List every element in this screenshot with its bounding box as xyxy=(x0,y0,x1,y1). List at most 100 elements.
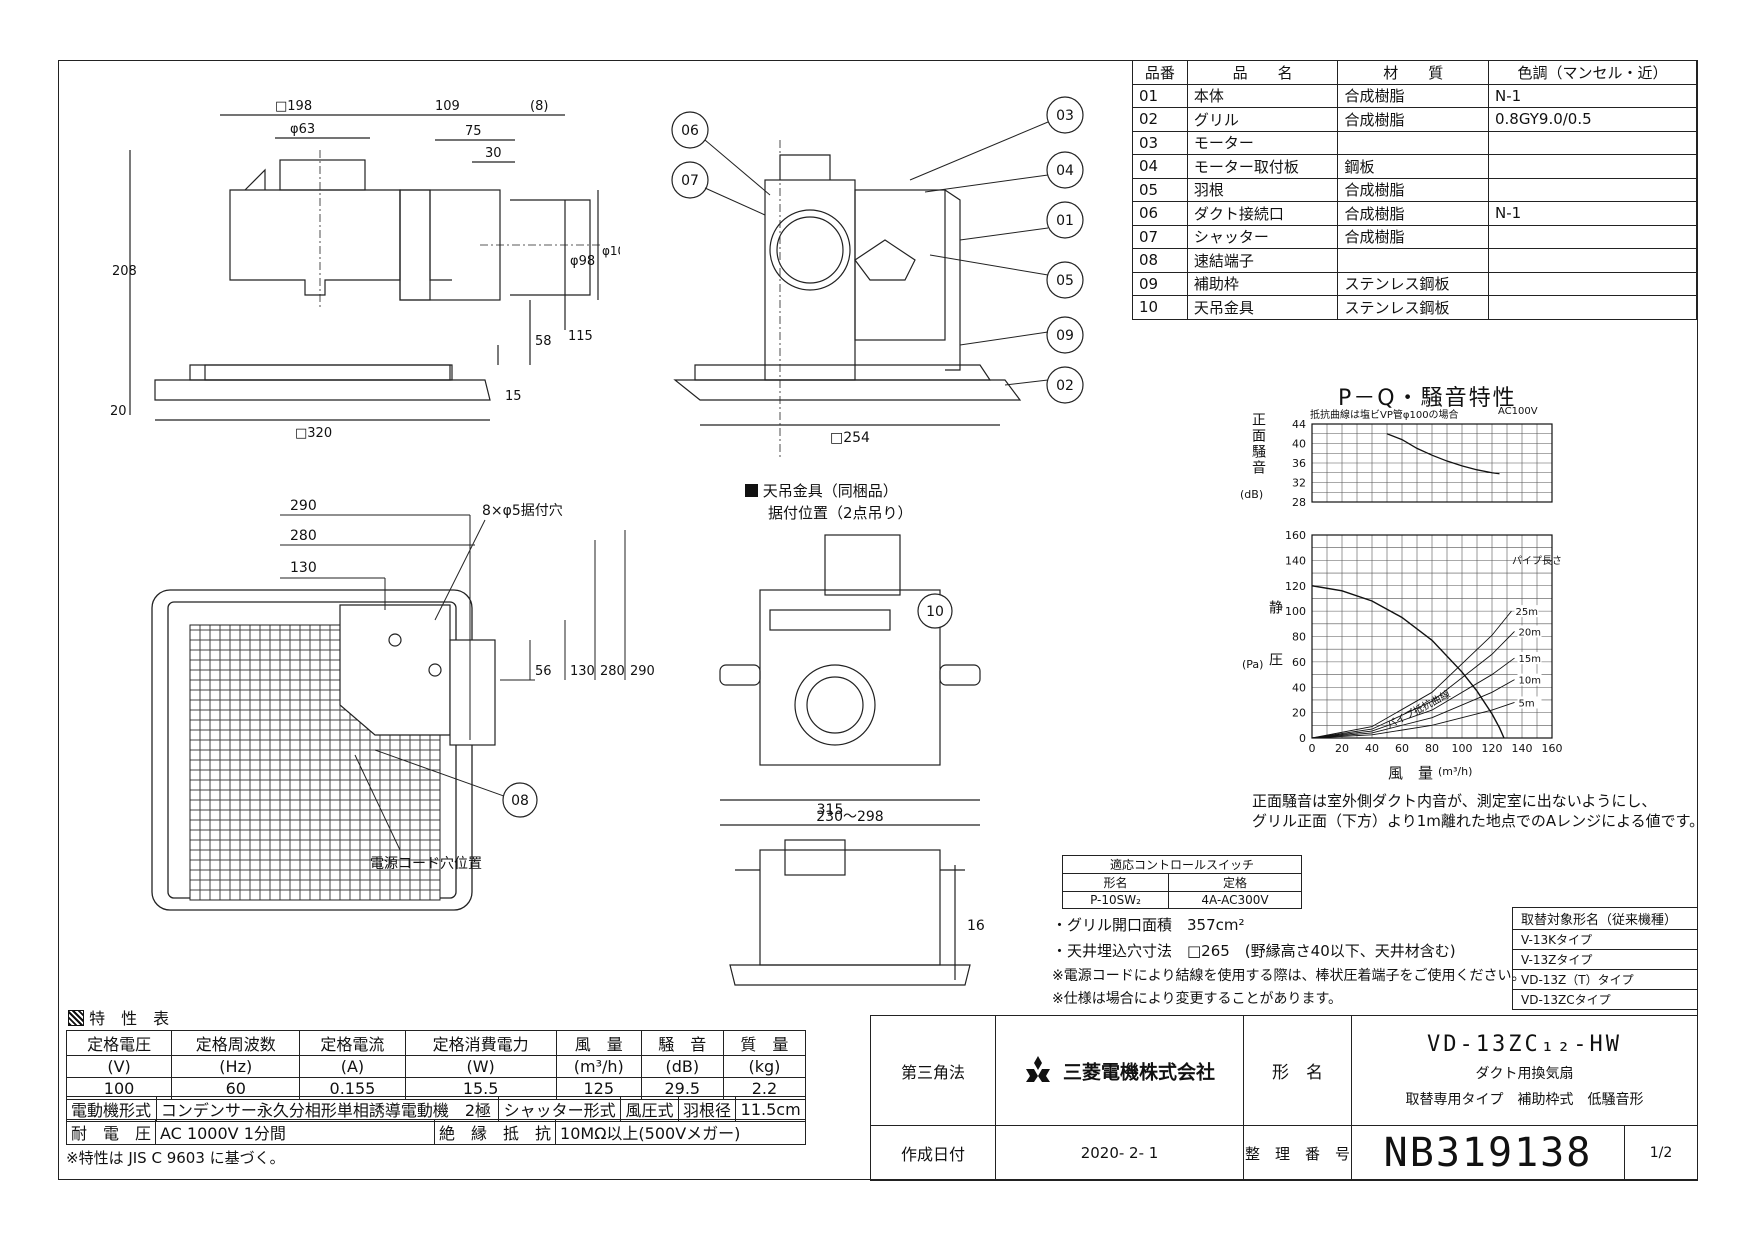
cell: 合成樹脂 xyxy=(1337,201,1489,226)
dim-130-top: 130 xyxy=(290,560,317,576)
control-header-model: 形名 xyxy=(1062,873,1169,892)
cell: ステンレス鋼板 xyxy=(1337,271,1489,296)
replacement-item: V-13Zタイプ xyxy=(1512,949,1698,970)
callout-06: 06 xyxy=(681,123,699,139)
pq-xtick-label: 20 xyxy=(1335,742,1349,755)
dim-109: 109 xyxy=(435,99,460,114)
noise-ylabel: 正面騒音 xyxy=(1250,412,1266,476)
plan-view-drawing: 290 280 130 56 130 280 290 8×φ5据付穴 電源コード… xyxy=(151,498,655,911)
company-cell: 三菱電機株式会社 xyxy=(995,1015,1244,1126)
dim-198: □198 xyxy=(275,99,312,114)
mitsubishi-logo-icon xyxy=(1024,1055,1052,1086)
pq-series-label: 20m xyxy=(1519,627,1541,638)
cell: 01 xyxy=(1132,83,1188,108)
hanger-subtitle: 据付位置（2点吊り） xyxy=(768,504,913,522)
note-grille-area: ・グリル開口面積 357cm² xyxy=(1052,916,1245,934)
callout-02: 02 xyxy=(1056,378,1074,394)
cell: 鋼板 xyxy=(1337,154,1489,179)
cell: 04 xyxy=(1132,154,1188,179)
pq-resistance-curve xyxy=(1311,657,1515,739)
note-power-cord: ※電源コードにより結線を使用する際は、棒状圧着端子をご使用ください。 xyxy=(1052,968,1526,984)
cell: 羽根 xyxy=(1186,177,1339,202)
spec-title: 特 性 表 xyxy=(68,1005,169,1029)
spec-header: 質 量 xyxy=(722,1030,807,1056)
product-desc-1: ダクト用換気扇 xyxy=(1475,1066,1574,1082)
shutter-type-value: 風圧式 xyxy=(620,1096,679,1122)
pq-series-label-bg xyxy=(1517,625,1542,638)
pq-resistance-curve xyxy=(1311,631,1515,739)
title-block: 第三角法 三菱電機株式会社 形 名 VD-13ZC₁₂-HW ダクト用換気扇 取… xyxy=(870,1015,1698,1181)
projection-method: 第三角法 xyxy=(870,1015,996,1126)
cell xyxy=(1488,154,1697,179)
section-view-drawing: 06 07 03 04 01 05 09 02 □254 xyxy=(671,96,1084,460)
date-label: 作成日付 xyxy=(870,1125,996,1181)
replacement-item: VD-13Z（T）タイプ xyxy=(1512,969,1698,990)
dim-230-298: 230～298 xyxy=(816,809,883,825)
cell: N-1 xyxy=(1488,83,1697,108)
noise-series-line xyxy=(1386,433,1500,475)
cell: モーター xyxy=(1186,130,1339,155)
cell: 合成樹脂 xyxy=(1337,83,1489,108)
dim-56: 56 xyxy=(535,664,552,679)
cell: 05 xyxy=(1132,177,1188,202)
spec-unit: (Hz) xyxy=(171,1055,301,1078)
cell xyxy=(1337,130,1489,155)
withstand-voltage-value: AC 1000V 1分間 xyxy=(155,1119,436,1145)
hatched-square-icon xyxy=(68,1010,84,1026)
blade-diameter-label: 羽根径 xyxy=(677,1096,737,1122)
callout-07: 07 xyxy=(681,173,699,189)
pq-series-label-bg xyxy=(1517,673,1542,686)
callout-05: 05 xyxy=(1056,273,1074,289)
callout-01: 01 xyxy=(1056,213,1074,229)
dim-phi63: φ63 xyxy=(290,122,315,137)
cord-hole-label: 電源コード穴位置 xyxy=(370,856,482,872)
noise-chart-voltage: AC100V xyxy=(1498,406,1538,417)
dim-280-side: 280 xyxy=(600,664,625,679)
noise-ytick-label: 28 xyxy=(1292,496,1306,509)
cell xyxy=(1337,248,1489,273)
callout-10: 10 xyxy=(926,604,944,620)
pq-ytick-label: 80 xyxy=(1292,631,1306,644)
insulation-label: 絶 縁 抵 抗 xyxy=(434,1119,557,1145)
front-view-drawing: □198 109 (8) φ63 75 30 208 φ98 φ105 58 1… xyxy=(110,99,620,441)
noise-note-2: グリル正面（下方）より1m離れた地点でのAレンジによる値です。 xyxy=(1252,812,1705,830)
pq-resistance-curve xyxy=(1311,610,1512,739)
noise-ytick-label: 32 xyxy=(1292,477,1306,490)
hanger-title: 天吊金具（同梱品） xyxy=(745,480,898,501)
cell: ステンレス鋼板 xyxy=(1337,295,1489,320)
pq-xtick-label: 100 xyxy=(1452,742,1473,755)
pq-xunit: (m³/h) xyxy=(1438,765,1473,778)
replacement-item: V-13Kタイプ xyxy=(1512,929,1698,950)
pq-series-label-bg xyxy=(1517,696,1542,709)
cell: 09 xyxy=(1132,271,1188,296)
pq-ytick-label: 40 xyxy=(1292,681,1306,694)
spec-header: 定格電流 xyxy=(299,1030,406,1056)
product-desc-2: 取替専用タイプ 補助枠式 低騒音形 xyxy=(1405,1092,1644,1108)
noise-ytick-label: 36 xyxy=(1292,457,1306,470)
cell: 06 xyxy=(1132,201,1188,226)
cell: グリル xyxy=(1186,107,1339,132)
spec-unit: (A) xyxy=(299,1055,406,1078)
cell xyxy=(1488,271,1697,296)
pq-ylabel: 静 圧 xyxy=(1267,600,1283,678)
pq-ytick-label: 100 xyxy=(1285,605,1306,618)
dim-315: 315 xyxy=(817,802,844,818)
noise-plot-frame xyxy=(1311,423,1553,503)
spec-unit: (kg) xyxy=(722,1055,807,1078)
pq-pipe-length-label: パイプ長さ xyxy=(1512,555,1562,567)
cell xyxy=(1488,295,1697,320)
spec-unit: (W) xyxy=(404,1055,557,1078)
control-model: P-10SW₂ xyxy=(1062,891,1169,909)
spec-unit: (dB) xyxy=(640,1055,724,1078)
pq-yunit: (Pa) xyxy=(1242,658,1264,671)
motor-type-label: 電動機形式 xyxy=(66,1096,157,1122)
pq-xtick-label: 0 xyxy=(1309,742,1316,755)
